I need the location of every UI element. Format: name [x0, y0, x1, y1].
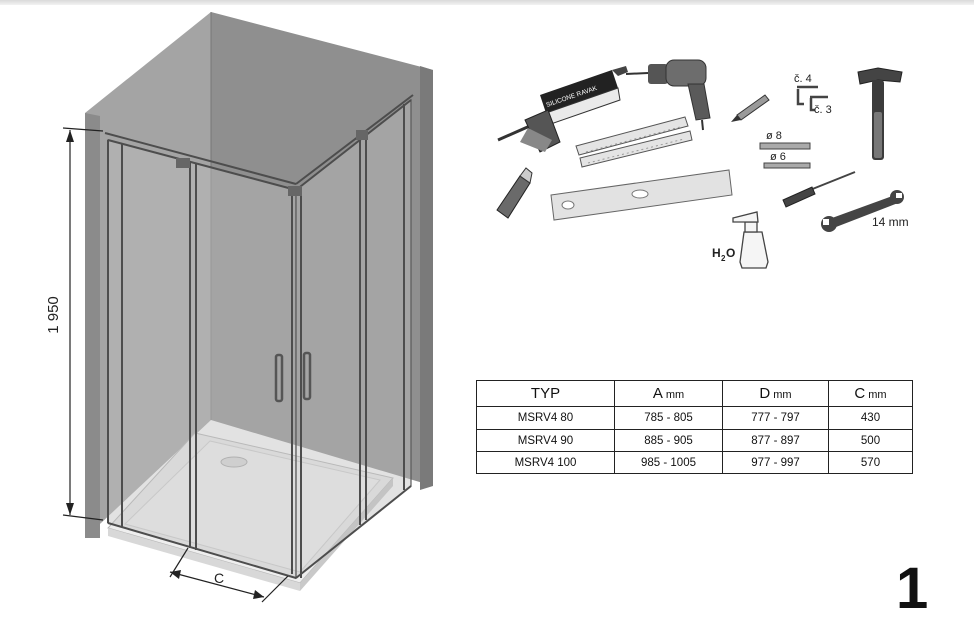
drill-bit-b-label: ø 6 — [770, 151, 786, 163]
door-handles — [274, 351, 312, 403]
table-cell: 500 — [828, 429, 913, 452]
table-cell: 885 - 905 — [614, 429, 723, 452]
table-cell: 430 — [828, 406, 913, 430]
header-typ-label: TYP — [530, 385, 561, 402]
spirit-level-icon — [550, 169, 733, 221]
brackets — [176, 130, 368, 196]
step-number: 1 — [896, 556, 929, 621]
hex-key-a-label: č. 4 — [794, 73, 812, 85]
drill-bit-a-label: ø 8 — [766, 130, 782, 142]
folding-rule-icon — [575, 116, 693, 168]
hammer-icon — [857, 67, 903, 160]
table-cell: 877 - 897 — [722, 429, 829, 452]
header-c-label: C — [854, 385, 866, 402]
table-cell: MSRV4 100 — [476, 451, 615, 474]
table-row: MSRV4 90 885 - 905 877 - 897 500 — [476, 429, 913, 452]
header-d-label: D — [759, 385, 771, 402]
header-a-unit: mm — [665, 389, 685, 401]
table-cell: 985 - 1005 — [614, 451, 723, 474]
table-row: MSRV4 80 785 - 805 777 - 797 430 — [476, 406, 913, 430]
hex-key-icons — [796, 85, 828, 112]
drill-bit-icons — [759, 142, 811, 169]
wrench-size-label: 14 mm — [872, 215, 909, 229]
silicone-gun-icon: SILICONE RAVAK — [497, 66, 628, 153]
water-label-2: 2 — [721, 254, 726, 263]
header-a-label: A — [652, 385, 663, 402]
table-row: MSRV4 100 985 - 1005 977 - 997 570 — [476, 451, 913, 474]
spray-bottle-icon — [732, 211, 769, 269]
top-rule — [0, 0, 974, 5]
wrench-icon — [821, 190, 904, 232]
hex-key-b-label: č. 3 — [814, 104, 832, 116]
table-cell: MSRV4 90 — [476, 429, 615, 452]
pencil-icon — [731, 94, 770, 122]
width-label: C — [214, 570, 224, 586]
height-label: 1 950 — [45, 296, 62, 334]
header-c-unit: mm — [868, 389, 887, 401]
table-cell: 785 - 805 — [614, 406, 723, 430]
table-cell: 570 — [828, 451, 913, 474]
drain — [220, 456, 248, 468]
table-cell: MSRV4 80 — [476, 406, 615, 430]
water-label-o: O — [726, 246, 735, 260]
height-dimension — [62, 127, 104, 521]
screwdriver-icon — [782, 171, 856, 208]
shower-tray — [107, 432, 394, 591]
header-typ: TYP — [476, 380, 615, 407]
drill-icon — [625, 59, 711, 131]
water-label-h: H — [712, 246, 721, 260]
wall-corner — [85, 12, 433, 538]
door-frames — [104, 94, 414, 579]
header-d-unit: mm — [773, 389, 792, 401]
box-cutter-icon — [496, 167, 533, 219]
table-cell: 977 - 997 — [722, 451, 829, 474]
width-dimension — [169, 547, 289, 603]
table-cell: 777 - 797 — [722, 406, 829, 430]
